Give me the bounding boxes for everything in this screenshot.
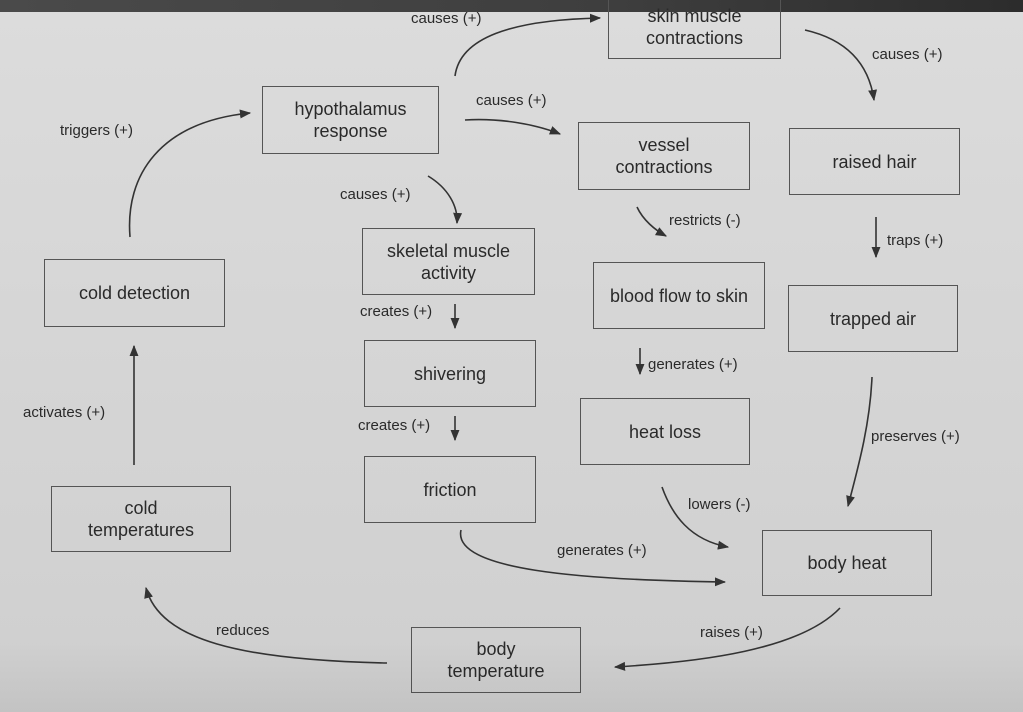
node-body-temperature: body temperature	[411, 627, 581, 693]
arrow-cold-detection-to-hypothalamus	[128, 109, 252, 238]
edge-label-friction-heat: generates (+)	[557, 542, 647, 559]
edge-label-heatloss-heat: lowers (-)	[688, 496, 751, 513]
monitor-bezel-strip	[0, 0, 1023, 12]
node-label: body temperature	[447, 639, 545, 681]
node-skeletal-muscle-activity: skeletal muscle activity	[362, 228, 535, 295]
node-label: trapped air	[829, 308, 917, 329]
arrow-hypothalamus-to-skeletal	[427, 175, 463, 225]
node-label: shivering	[413, 363, 487, 384]
edge-label-hypothalamus-skeletal: causes (+)	[340, 186, 411, 203]
node-label: friction	[423, 479, 477, 500]
node-raised-hair: raised hair	[789, 128, 960, 195]
edge-label-detection-hypothalamus: triggers (+)	[60, 122, 133, 139]
node-label: hypothalamus response	[294, 99, 407, 141]
arrow-friction-to-body-heat	[459, 529, 727, 587]
edge-label-hypothalamus-skin: causes (+)	[411, 10, 482, 27]
node-label: heat loss	[628, 421, 702, 442]
node-cold-temperatures: cold temperatures	[51, 486, 231, 552]
arrow-vessel-to-blood-flow	[636, 206, 667, 237]
node-heat-loss: heat loss	[580, 398, 750, 465]
node-blood-flow-to-skin: blood flow to skin	[593, 262, 765, 329]
node-trapped-air: trapped air	[788, 285, 958, 352]
edge-label-hair-air: traps (+)	[887, 232, 944, 249]
arrow-heat-loss-to-body-heat	[661, 486, 730, 550]
node-label: cold temperatures	[87, 498, 195, 540]
node-skin-muscle-contractions: skin muscle contractions	[608, 0, 781, 59]
node-label: raised hair	[832, 151, 917, 172]
arrow-body-temp-to-cold-temps	[144, 586, 388, 664]
node-label: vessel contractions	[615, 135, 713, 177]
node-vessel-contractions: vessel contractions	[578, 122, 750, 190]
node-label: skin muscle contractions	[645, 5, 744, 48]
edge-label-shivering-friction: creates (+)	[358, 417, 431, 434]
edge-label-skeletal-shivering: creates (+)	[360, 303, 433, 320]
edge-label-skin-hair: causes (+)	[872, 46, 943, 63]
edge-label-temps-detection: activates (+)	[23, 404, 106, 421]
arrow-hypothalamus-to-skin-muscle	[454, 13, 602, 77]
edge-label-hypothalamus-vessel: causes (+)	[476, 92, 547, 109]
node-friction: friction	[364, 456, 536, 523]
node-hypothalamus-response: hypothalamus response	[262, 86, 439, 154]
arrow-skin-muscle-to-raised-hair	[804, 29, 878, 102]
node-label: skeletal muscle activity	[386, 240, 511, 283]
arrow-body-heat-to-body-temp	[613, 607, 841, 671]
node-label: body heat	[807, 553, 887, 573]
arrow-hypothalamus-to-vessel	[464, 118, 562, 135]
arrow-trapped-air-to-body-heat	[846, 376, 873, 508]
edge-label-heat-temp: raises (+)	[700, 624, 763, 641]
node-label: blood flow to skin	[609, 285, 749, 306]
node-cold-detection: cold detection	[44, 259, 225, 327]
edge-label-vessel-blood: restricts (-)	[669, 212, 741, 229]
node-body-heat: body heat	[762, 530, 932, 596]
node-label: cold detection	[78, 283, 191, 303]
edge-label-blood-heatloss: generates (+)	[648, 356, 738, 373]
edge-label-temp-coldtemps: reduces	[216, 622, 270, 639]
edge-label-air-heat: preserves (+)	[871, 428, 960, 445]
node-shivering: shivering	[364, 340, 536, 407]
